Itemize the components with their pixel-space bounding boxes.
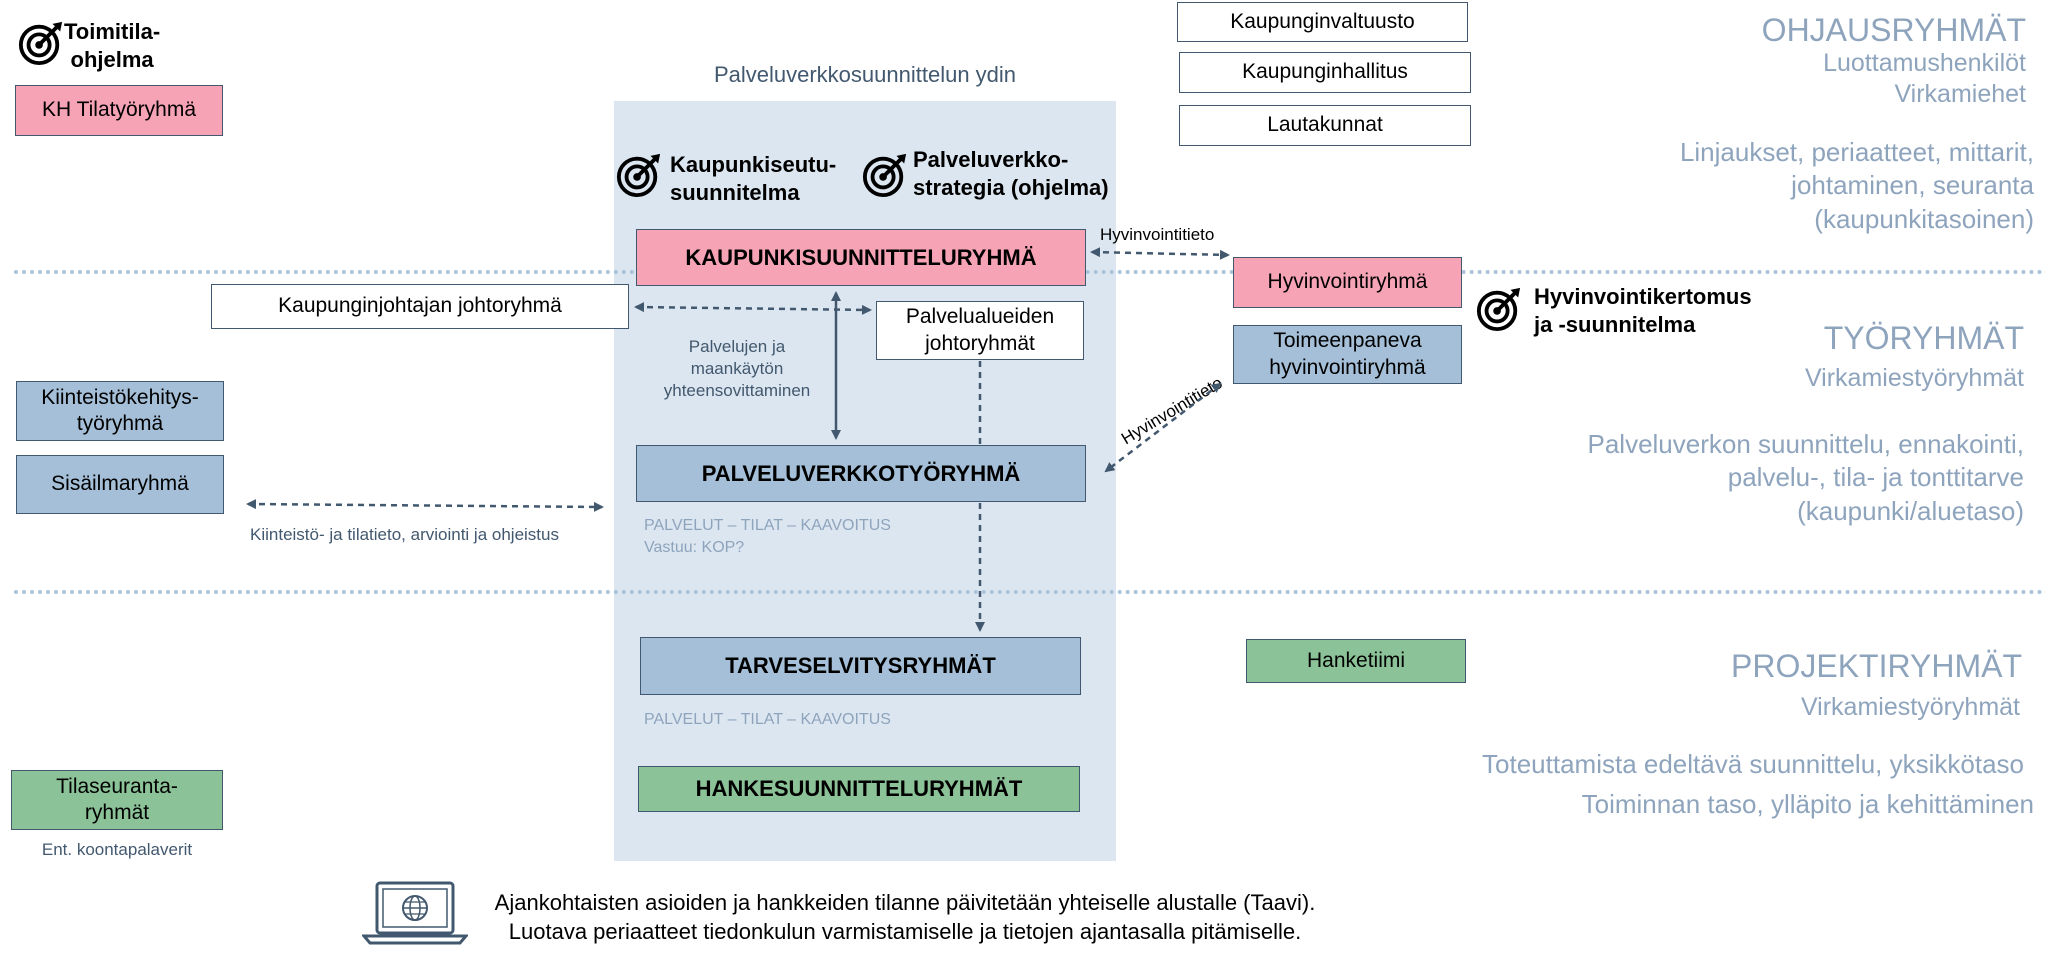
arrow-kaupunkisuunnittelu-hyvinvointi <box>1090 247 1230 260</box>
edge-line: yhteensovittaminen <box>663 381 811 401</box>
goal-line: suunnitelma <box>670 179 800 205</box>
heading-ohjausryhmat: OHJAUSRYHMÄT <box>1761 12 2026 48</box>
box-tilaseurantaryhmat: Tilaseuranta- ryhmät <box>11 770 223 830</box>
box-line: Palvelualueiden <box>905 305 1055 329</box>
footer-text: Ajankohtaisten asioiden ja hankkeiden ti… <box>470 888 1340 946</box>
sub-line: Virkamiestyöryhmät <box>1804 364 2024 392</box>
desc-line: Palveluverkon suunnittelu, ennakointi, <box>1587 429 2024 459</box>
box-sisailmaryhma: Sisäilmaryhmä <box>16 455 224 514</box>
sub-line: Virkamiehet <box>1894 80 2026 109</box>
footer-line: Ajankohtaisten asioiden ja hankkeiden ti… <box>494 890 1316 915</box>
arrow-sisailma-core <box>246 499 604 512</box>
goal-line: Palveluverkko- <box>913 147 1069 172</box>
edge-line: Palvelujen ja <box>688 337 786 356</box>
footer-line: Luotava periaatteet tiedonkulun varmista… <box>508 919 1302 945</box>
desc-projektiryhmat: Toteuttamista edeltävä suunnittelu, yksi… <box>1482 744 2034 825</box>
note-line: PALVELUT – TILAT – KAAVOITUS <box>644 517 891 534</box>
box-line: johtoryhmät <box>925 331 1035 355</box>
box-hankesuunnitteluryhmat: HANKESUUNNITTELURYHMÄT <box>638 766 1080 812</box>
box-line: Toimeenpaneva <box>1273 329 1422 353</box>
box-line: hyvinvointiryhmä <box>1269 355 1426 379</box>
goal-hyvinvointi: Hyvinvointikertomus ja -suunnitelma <box>1534 283 1752 338</box>
box-kaupunginhallitus: Kaupunginhallitus <box>1179 52 1471 93</box>
desc-line: (kaupunki/aluetaso) <box>1797 495 2024 526</box>
box-palveluverkkotyoryhma: PALVELUVERKKOTYÖRYHMÄ <box>636 445 1086 502</box>
goal-kaupunkiseutu: Kaupunkiseutu- suunnitelma <box>670 151 836 206</box>
goal-line: ja -suunnitelma <box>1534 311 1696 337</box>
box-kh-tilatyoryhma: KH Tilatyöryhmä <box>15 85 223 136</box>
sub-line: Virkamiestyöryhmät <box>1800 693 2020 721</box>
note-tilaseuranta: Ent. koontapalaverit <box>41 840 193 859</box>
box-line: ryhmät <box>84 801 150 824</box>
box-tarveselvitysryhmat: TARVESELVITYSRYHMÄT <box>640 637 1081 695</box>
sub-tyoryhmat: Virkamiestyöryhmät <box>1805 363 2024 394</box>
sub-projektiryhmat: Virkamiestyöryhmät <box>1801 692 2020 723</box>
note-line: Vastuu: KOP? <box>644 538 745 556</box>
goal-line: Kaupunkiseutu- <box>670 152 837 177</box>
note-palveluverkko: PALVELUT – TILAT – KAAVOITUS Vastuu: KOP… <box>644 515 891 558</box>
arrow-hyvinvointi-palveluverkko <box>1104 382 1222 473</box>
desc-line: Linjaukset, periaatteet, mittarit, <box>1679 137 2034 167</box>
desc-ohjausryhmat: Linjaukset, periaatteet, mittarit, johta… <box>1680 136 2034 236</box>
desc-line: (kaupunkitasoinen) <box>1814 203 2034 234</box>
edge-label-palvelujen-maankayton: Palvelujen ja maankäytön yhteensovittami… <box>652 336 822 402</box>
box-line: Tilaseuranta- <box>56 774 178 798</box>
edge-label-kiinteisto-tilatieto: Kiinteistö- ja tilatieto, arviointi ja o… <box>250 525 559 544</box>
desc-line: johtaminen, seuranta <box>1791 170 2034 201</box>
goal-line: ohjelma <box>70 46 154 72</box>
desc-tyoryhmat: Palveluverkon suunnittelu, ennakointi, p… <box>1587 428 2024 528</box>
edge-label-hyvinvointitieto: Hyvinvointitieto <box>1100 225 1215 244</box>
box-line: Kiinteistökehitys- <box>41 385 199 409</box>
box-hyvinvointiryhma: Hyvinvointiryhmä <box>1233 257 1462 308</box>
goal-line: Toimitila- <box>64 19 161 44</box>
heading-projektiryhmat: PROJEKTIRYHMÄT <box>1731 648 2022 684</box>
edge-line: maankäytön <box>690 359 784 379</box>
box-line: työryhmä <box>76 412 164 435</box>
goal-line: strategia (ohjelma) <box>913 174 1109 200</box>
sub-ohjausryhmat: Luottamushenkilöt Virkamiehet <box>1823 48 2026 111</box>
laptop-globe-icon <box>362 881 468 945</box>
box-kaupunginvaltuusto: Kaupunginvaltuusto <box>1177 2 1468 42</box>
box-kaupunkisuunnitteluryhma: KAUPUNKISUUNNITTELURYHMÄ <box>636 229 1086 286</box>
desc-line: Toteuttamista edeltävä suunnittelu, yksi… <box>1482 749 2024 779</box>
desc-line: Toiminnan taso, ylläpito ja kehittäminen <box>1581 789 2034 820</box>
box-palvelualueiden-johtoryhmat: Palvelualueiden johtoryhmät <box>876 301 1084 360</box>
heading-tyoryhmat: TYÖRYHMÄT <box>1823 320 2024 356</box>
box-kaupunginjohtajan-johtoryhma: Kaupunginjohtajan johtoryhmä <box>211 284 629 329</box>
goal-toimitila: Toimitila- ohjelma <box>64 18 160 73</box>
box-kiinteistokehitystyoryhma: Kiinteistökehitys- työryhmä <box>16 381 224 441</box>
box-toimeenpaneva-hyvinvointiryhma: Toimeenpaneva hyvinvointiryhmä <box>1233 325 1462 384</box>
note-tarveselvitys: PALVELUT – TILAT – KAAVOITUS <box>644 711 891 728</box>
goal-line: Hyvinvointikertomus <box>1534 284 1752 309</box>
sub-line: Luottamushenkilöt <box>1823 49 2026 77</box>
box-hanketiimi: Hanketiimi <box>1246 639 1466 683</box>
divider-bottom <box>14 590 2044 594</box>
desc-line: palvelu-, tila- ja tonttitarve <box>1727 462 2024 493</box>
box-lautakunnat: Lautakunnat <box>1179 105 1471 146</box>
goal-palveluverkko: Palveluverkko- strategia (ohjelma) <box>913 146 1109 201</box>
core-title: Palveluverkkosuunnittelun ydin <box>713 62 1017 87</box>
